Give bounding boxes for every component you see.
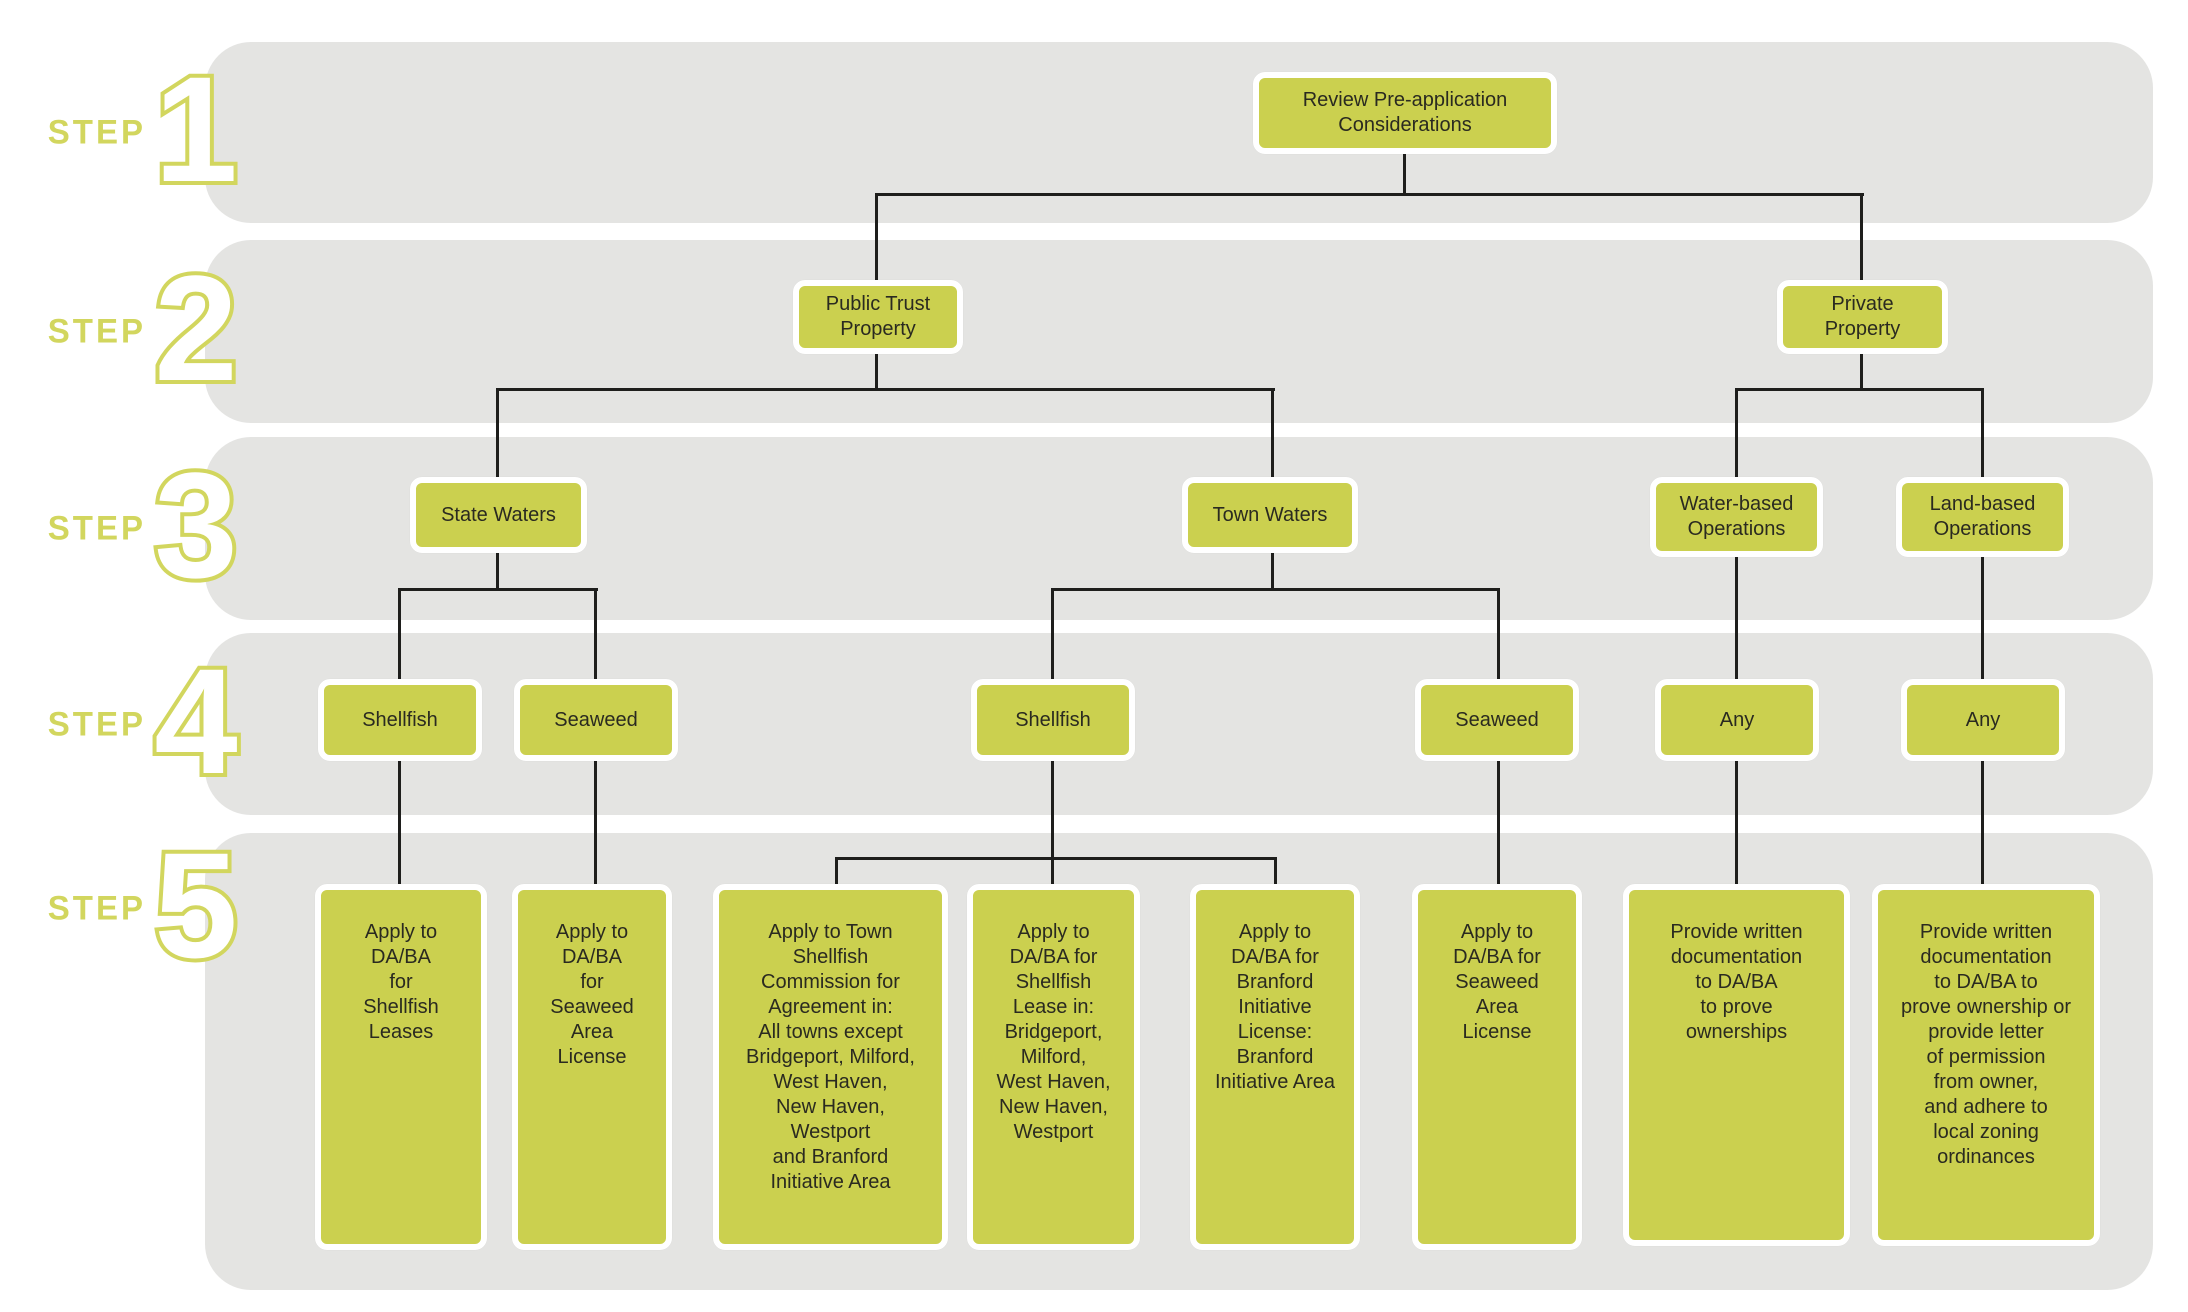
step-4-word: STEP [47, 704, 146, 743]
step-2-number: 2 [150, 240, 241, 416]
connector-water-based-to-any [1735, 555, 1738, 680]
node-apply-shellfish-leases: Apply to DA/BA for Shellfish Leases [315, 884, 487, 1250]
node-apply-seaweed-area-license-state: Apply to DA/BA for Seaweed Area License [512, 884, 672, 1250]
step-1-word: STEP [47, 112, 146, 151]
connector-to-branford [1274, 857, 1277, 886]
step-5-number: 5 [150, 817, 241, 993]
step-3-heading: STEP 3 [47, 437, 242, 613]
connector-to-town-waters [1271, 388, 1274, 478]
step-5-heading: STEP 5 [47, 817, 242, 993]
node-seaweed-town: Seaweed [1415, 679, 1579, 761]
connector-private-down [1860, 352, 1863, 388]
connector-shellfish-town-split [837, 857, 1277, 860]
node-town-waters: Town Waters [1182, 477, 1358, 553]
node-land-based-operations: Land-based Operations [1896, 477, 2069, 557]
connector-land-based-to-any [1981, 555, 1984, 680]
step-1-heading: STEP 1 [47, 41, 242, 217]
node-state-waters: State Waters [410, 477, 587, 553]
node-seaweed-state: Seaweed [514, 679, 678, 761]
connector-seaweed-state-down [594, 760, 597, 886]
node-provide-docs-ownership-or-permission: Provide written documentation to DA/BA t… [1872, 884, 2100, 1246]
connector-public-trust-down [875, 352, 878, 388]
node-water-based-operations: Water-based Operations [1650, 477, 1823, 557]
connector-seaweed-town-down [1497, 760, 1500, 886]
connector-review-down [1403, 153, 1406, 195]
step-4-number: 4 [150, 633, 241, 809]
connector-to-seaweed-town [1497, 588, 1500, 680]
svg-text:1: 1 [154, 45, 237, 213]
node-apply-seaweed-area-license-town: Apply to DA/BA for Seaweed Area License [1412, 884, 1582, 1250]
step-5-word: STEP [47, 888, 146, 927]
connector-town-split [1053, 588, 1499, 591]
connector-state-waters-down [496, 551, 499, 588]
connector-shellfish-town-down [1051, 760, 1054, 886]
connector-private-split [1737, 388, 1984, 391]
node-provide-docs-ownership: Provide written documentation to DA/BA t… [1623, 884, 1850, 1246]
node-apply-town-shellfish-commission: Apply to Town Shellfish Commission for A… [713, 884, 948, 1250]
step-1-band [205, 42, 2153, 223]
connector-to-land-based [1981, 388, 1984, 478]
node-private-property: Private Property [1777, 280, 1948, 354]
connector-to-seaweed-state [594, 588, 597, 680]
step-1-number: 1 [150, 41, 241, 217]
connector-state-split [400, 588, 598, 591]
step-2-word: STEP [47, 311, 146, 350]
connector-to-shellfish-town [1051, 588, 1054, 680]
connector-any-land-down [1981, 760, 1984, 886]
svg-text:4: 4 [154, 637, 237, 805]
connector-town-waters-down [1271, 551, 1274, 588]
node-apply-branford-initiative: Apply to DA/BA for Branford Initiative L… [1190, 884, 1360, 1250]
connector-shellfish-state-down [398, 760, 401, 886]
step-3-number: 3 [150, 437, 241, 613]
step-3-word: STEP [47, 508, 146, 547]
connector-public-split [498, 388, 1275, 391]
step-2-heading: STEP 2 [47, 240, 242, 416]
node-shellfish-state: Shellfish [318, 679, 482, 761]
node-any-land: Any [1901, 679, 2065, 761]
svg-text:5: 5 [154, 821, 237, 989]
connector-to-private [1860, 193, 1863, 281]
connector-step2-split [877, 193, 1864, 196]
connector-to-shellfish-state [398, 588, 401, 680]
node-any-water: Any [1655, 679, 1819, 761]
node-apply-shellfish-lease-towns: Apply to DA/BA for Shellfish Lease in: B… [967, 884, 1140, 1250]
step-5-band [205, 833, 2153, 1290]
svg-text:2: 2 [154, 244, 237, 412]
connector-to-state-waters [496, 388, 499, 478]
svg-text:3: 3 [154, 441, 237, 609]
step-4-heading: STEP 4 [47, 633, 242, 809]
node-review-pre-application: Review Pre-application Considerations [1253, 72, 1557, 154]
connector-to-public-trust [875, 193, 878, 281]
connector-to-town-commission [835, 857, 838, 886]
connector-to-water-based [1735, 388, 1738, 478]
node-public-trust-property: Public Trust Property [793, 280, 963, 354]
node-shellfish-town: Shellfish [971, 679, 1135, 761]
step-4-band [205, 633, 2153, 815]
connector-any-water-down [1735, 760, 1738, 886]
